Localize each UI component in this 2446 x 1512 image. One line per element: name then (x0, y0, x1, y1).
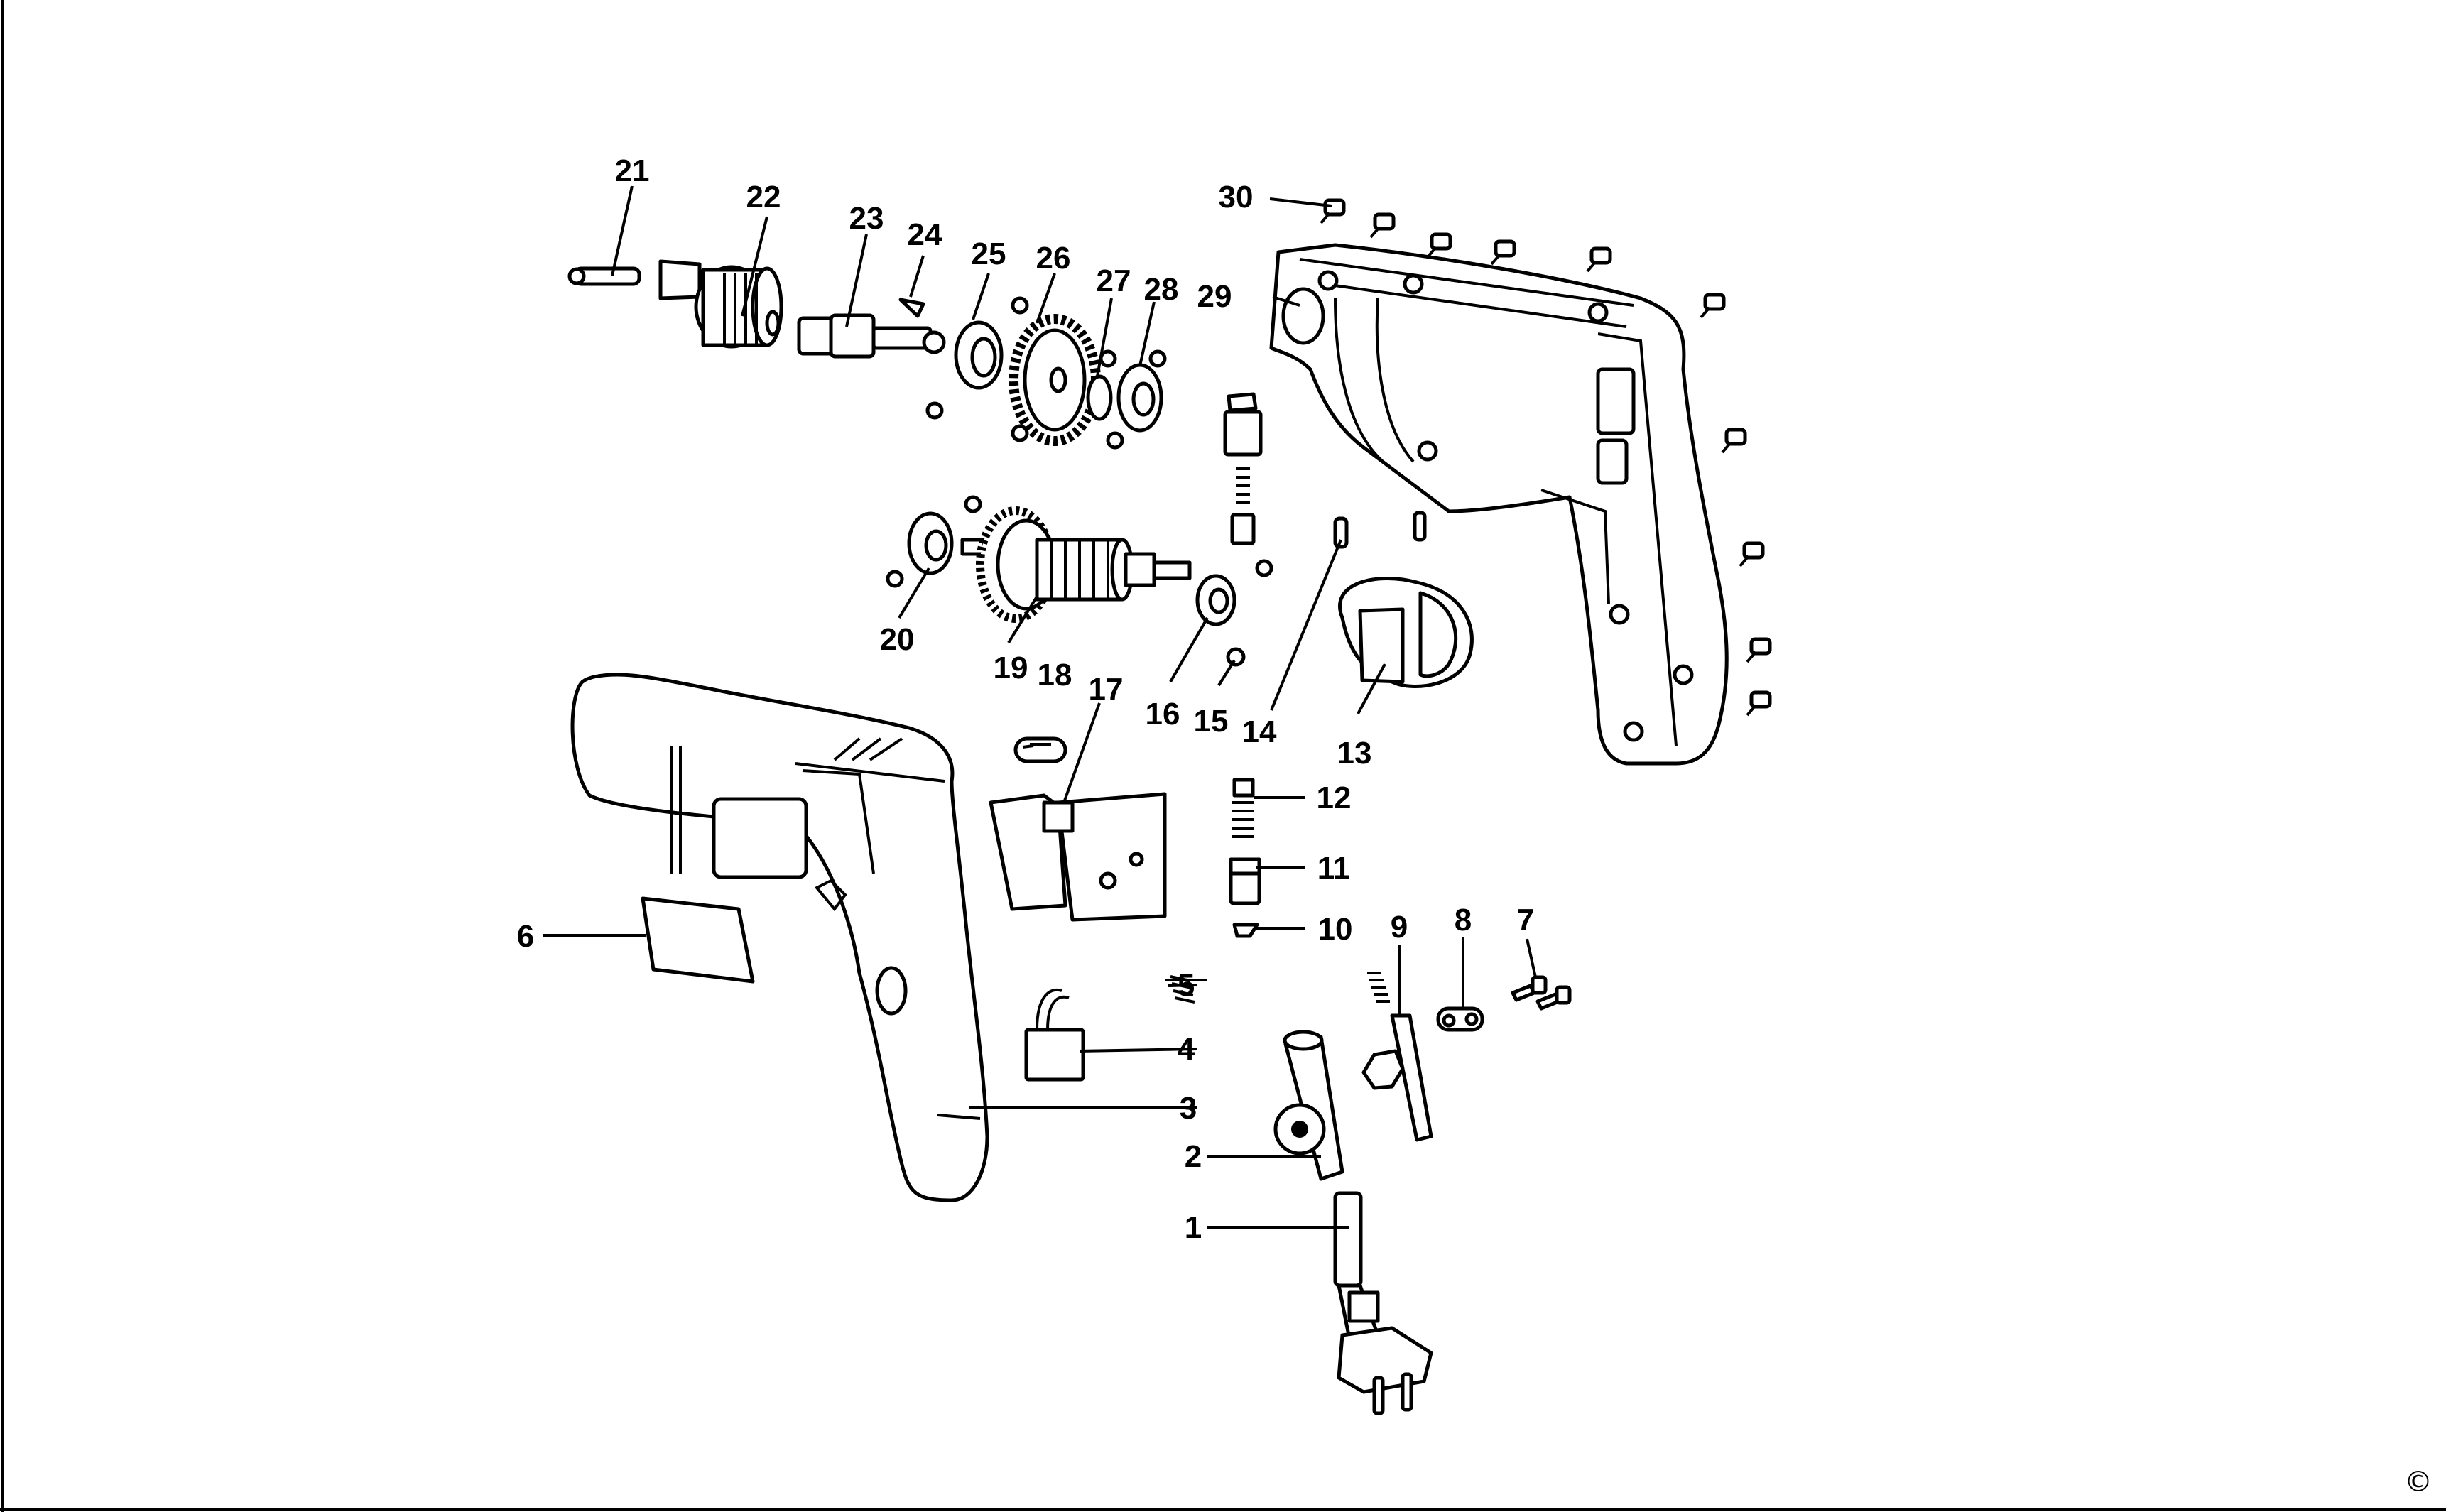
label-22: 22 (746, 180, 781, 214)
part-24-key (898, 298, 925, 318)
part-5-spring (1367, 972, 1390, 1003)
copyright-mark: © (2404, 1466, 2433, 1499)
label-1: 1 (1185, 1210, 1202, 1245)
label-18: 18 (1038, 658, 1072, 692)
label-4: 4 (1178, 1032, 1195, 1067)
part-29-housing-right (1269, 243, 1729, 766)
part-11-brush-holder (1229, 857, 1261, 905)
label-13: 13 (1337, 736, 1372, 771)
label-27: 27 (1097, 263, 1131, 298)
part-9-rod (1361, 1013, 1433, 1142)
part-22-drill-chuck (658, 259, 783, 349)
label-12: 12 (1317, 781, 1352, 815)
label-8: 8 (1455, 903, 1472, 937)
part-28-bearing (1116, 363, 1163, 433)
part-10-clip (1232, 923, 1259, 938)
part-20-bearing (907, 511, 954, 575)
part-15-washer (1226, 647, 1246, 667)
part-25-bearing (954, 320, 1004, 390)
part-brush-holder-upper (1223, 392, 1263, 545)
part-21-chuck-screw (567, 266, 641, 286)
label-14: 14 (1242, 714, 1277, 749)
leader-lines (543, 185, 1537, 1229)
label-26: 26 (1036, 241, 1071, 276)
label-17: 17 (1089, 672, 1124, 707)
label-20: 20 (880, 622, 915, 657)
label-29: 29 (1197, 279, 1232, 314)
label-28: 28 (1144, 272, 1179, 307)
part-13-field-coil (1338, 577, 1474, 688)
part-12-carbon-brush (1232, 778, 1255, 838)
part-8-cable-clamp (1436, 1006, 1484, 1032)
part-4-capacitor (1024, 988, 1085, 1082)
part-2-side-handle (1273, 1030, 1344, 1181)
label-23: 23 (849, 201, 884, 236)
part-26-gear (1009, 314, 1101, 446)
part-17-switch (989, 792, 1167, 922)
label-11: 11 (1317, 851, 1351, 886)
part-6-label-plate (641, 896, 755, 984)
label-7: 7 (1517, 903, 1534, 937)
label-25: 25 (972, 236, 1006, 271)
label-9: 9 (1391, 910, 1408, 945)
part-3-housing-left (570, 673, 989, 1202)
label-16: 16 (1146, 697, 1180, 731)
part-7-screws (1511, 975, 1572, 1011)
label-6: 6 (517, 919, 534, 954)
part-27-circlip (1086, 374, 1113, 421)
label-10: 10 (1318, 912, 1353, 947)
part-16-bearing (1195, 574, 1236, 626)
label-19: 19 (994, 651, 1028, 685)
part-19-armature (960, 506, 1192, 623)
part-23-spindle (797, 313, 946, 359)
label-15: 15 (1194, 704, 1229, 739)
part-labels: 21 22 23 24 25 26 27 28 30 29 20 19 18 1… (517, 153, 1534, 1245)
part-18-lock-button (1013, 736, 1067, 763)
label-30: 30 (1219, 180, 1254, 214)
label-21: 21 (615, 153, 650, 188)
label-24: 24 (908, 217, 942, 252)
part-14-terminal (1333, 511, 1427, 549)
label-5: 5 (1178, 968, 1195, 1003)
label-2: 2 (1185, 1139, 1202, 1174)
part-1-power-cord (1333, 1191, 1433, 1415)
part-30-screws (1320, 198, 1772, 717)
label-3: 3 (1180, 1091, 1197, 1126)
